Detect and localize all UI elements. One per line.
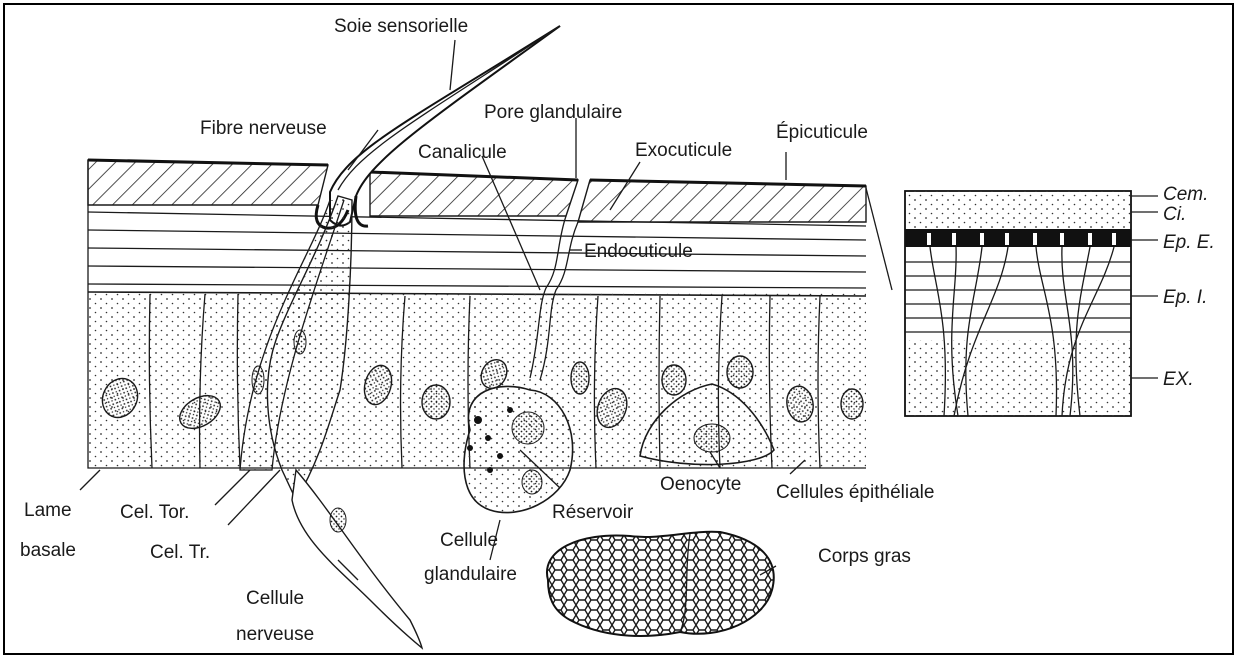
label-canalicule: Canalicule xyxy=(418,142,507,163)
exocuticule-band xyxy=(88,160,866,222)
label-endocuticule: Endocuticule xyxy=(584,241,693,262)
label-pore-glandulaire: Pore glandulaire xyxy=(484,102,622,123)
endocuticule-layers xyxy=(88,212,866,296)
label-ex: EX. xyxy=(1163,369,1194,390)
label-reservoir: Réservoir xyxy=(552,502,634,523)
label-corps-gras: Corps gras xyxy=(818,546,911,567)
label-ci: Ci. xyxy=(1163,204,1186,225)
label-cellule-glandulaire-2: glandulaire xyxy=(424,564,517,585)
label-lame: Lame xyxy=(24,500,72,521)
label-ep-e: Ep. E. xyxy=(1163,232,1215,253)
label-exocuticule: Exocuticule xyxy=(635,140,732,161)
label-ep-i: Ep. I. xyxy=(1163,287,1207,308)
label-cellule-nerveuse-1: Cellule xyxy=(246,588,304,609)
label-cellule-nerveuse-2: nerveuse xyxy=(236,624,314,645)
label-cem: Cem. xyxy=(1163,184,1208,205)
label-basale: basale xyxy=(20,540,76,561)
inset-section xyxy=(866,188,1131,416)
label-oenocyte: Oenocyte xyxy=(660,474,741,495)
nerve-cell xyxy=(292,470,422,648)
label-soie-sensorielle: Soie sensorielle xyxy=(334,16,468,37)
label-cellules-epitheliale: Cellules épithéliale xyxy=(776,482,934,503)
label-fibre-nerveuse: Fibre nerveuse xyxy=(200,118,327,139)
label-epicuticule: Épicuticule xyxy=(776,122,868,143)
label-cel-tr: Cel. Tr. xyxy=(150,542,210,563)
label-cellule-glandulaire-1: Cellule xyxy=(440,530,498,551)
corps-gras xyxy=(547,532,774,636)
label-cel-tor: Cel. Tor. xyxy=(120,502,189,523)
cuticle-block xyxy=(88,160,866,296)
